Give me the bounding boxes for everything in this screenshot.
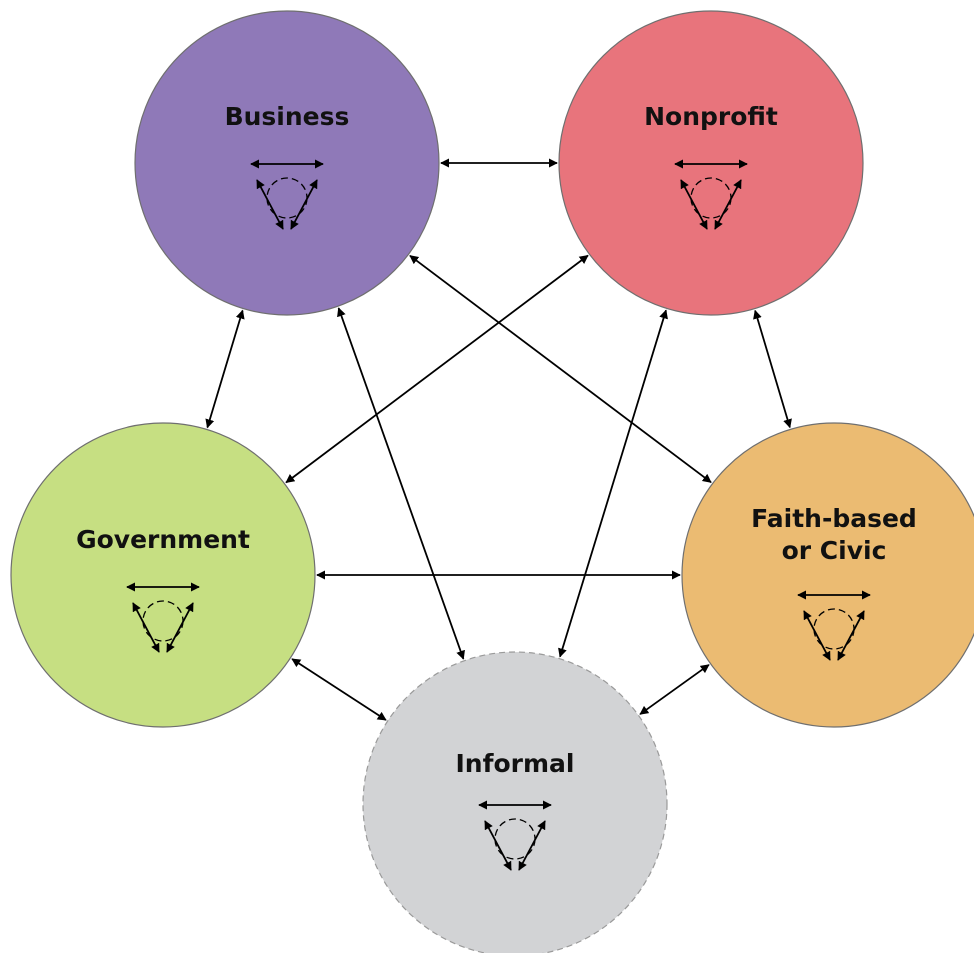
edge-business-government-arrow	[205, 309, 245, 429]
node-business-label-line: Business	[225, 102, 350, 131]
node-faith-label: Faith-based or Civic	[751, 504, 917, 565]
internal-interaction-icon	[126, 582, 200, 653]
node-nonprofit-label: Nonprofit	[644, 102, 778, 131]
node-faith: Faith-based or Civic	[681, 422, 974, 728]
node-government-label-line: Government	[76, 525, 250, 554]
node-nonprofit: Nonprofit	[558, 10, 864, 316]
edge-government-informal-arrow	[291, 658, 387, 721]
edges-layer	[205, 158, 792, 721]
node-informal-circle	[362, 651, 668, 953]
edge-nonprofit-faith-arrow	[753, 309, 792, 429]
node-government-label: Government	[76, 525, 250, 554]
internal-interaction-icon	[674, 159, 748, 230]
node-nonprofit-circle	[558, 10, 864, 316]
node-government-circle	[10, 422, 316, 728]
node-nonprofit-label-line: Nonprofit	[644, 102, 778, 131]
node-business-label: Business	[225, 102, 350, 131]
edge-faith-informal-arrow	[639, 664, 710, 715]
node-business-circle	[134, 10, 440, 316]
node-informal-label: Informal	[456, 749, 575, 778]
node-government: Government	[10, 422, 316, 728]
edge-nonprofit-informal-arrow	[558, 309, 668, 658]
node-informal: Informal	[362, 651, 668, 953]
node-faith-label-line: Faith-based	[751, 504, 917, 533]
internal-interaction-icon	[478, 800, 552, 871]
node-informal-label-line: Informal	[456, 749, 575, 778]
edge-nonprofit-government-arrow	[285, 254, 589, 484]
node-faith-label-line: or Civic	[782, 536, 887, 565]
internal-interaction-icon	[797, 590, 871, 661]
node-faith-circle	[681, 422, 974, 728]
node-business: Business	[134, 10, 440, 316]
edge-business-informal-arrow	[337, 307, 465, 660]
internal-interaction-icon	[250, 159, 324, 230]
